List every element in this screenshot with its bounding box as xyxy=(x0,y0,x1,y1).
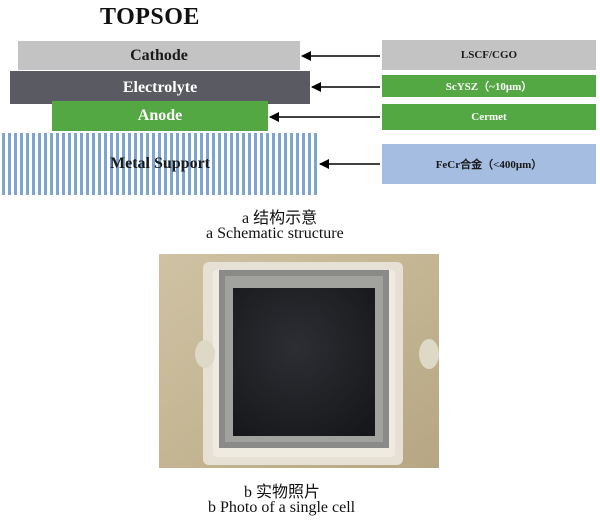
electrolyte-material-box: ScYSZ（~10μm） xyxy=(382,75,596,97)
anode-material-box: Cermet xyxy=(382,104,596,130)
caption-b-english: b Photo of a single cell xyxy=(208,499,356,516)
anode-material-label: Cermet xyxy=(471,111,507,123)
electrolyte-label: Electrolyte xyxy=(122,78,198,96)
cathode-layer: Cathode xyxy=(18,41,300,70)
arrows-layer xyxy=(269,51,380,169)
right-knob xyxy=(419,339,439,369)
cell-photo xyxy=(159,254,439,468)
diagram-title: TOPSOE xyxy=(100,4,200,30)
cathode-material-box: LSCF/CGO xyxy=(382,40,596,70)
electrolyte-layer: Electrolyte xyxy=(10,71,310,104)
caption-a-english: a Schematic structure xyxy=(206,225,344,242)
cathode-material-label: LSCF/CGO xyxy=(460,49,518,61)
caption-b-chinese: b 实物照片 xyxy=(244,484,321,501)
caption-a-chinese: a 结构示意 xyxy=(242,210,318,227)
support-material-label: FeCr合金（<400μm） xyxy=(435,159,543,171)
support-material-box: FeCr合金（<400μm） xyxy=(382,144,596,184)
cathode-label: Cathode xyxy=(130,46,188,64)
metal-support-label: Metal Support xyxy=(110,155,210,172)
anode-label: Anode xyxy=(137,107,183,124)
metal-support-layer: Metal Support xyxy=(2,133,318,195)
cell-active-area xyxy=(233,288,375,436)
anode-layer: Anode xyxy=(52,101,268,131)
electrolyte-material-label: ScYSZ（~10μm） xyxy=(445,81,533,93)
left-knob xyxy=(195,340,215,368)
